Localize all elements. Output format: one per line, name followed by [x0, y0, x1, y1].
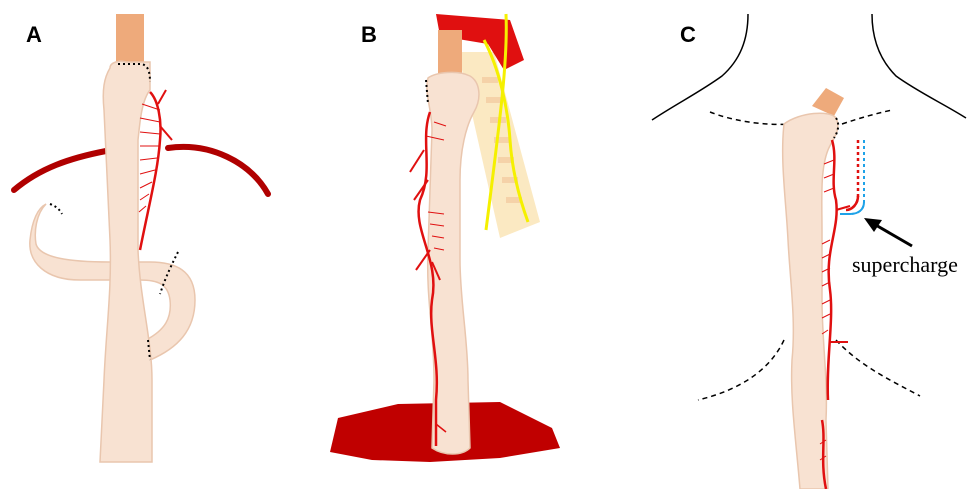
conduit-b [427, 72, 479, 454]
panel-b-letter: B [361, 22, 377, 47]
panel-a-letter: A [26, 22, 42, 47]
cervical-esophagus-c [812, 88, 844, 116]
marginal-artery-a [139, 90, 172, 250]
panel-a: A [14, 14, 268, 462]
supercharge-label: supercharge [852, 252, 958, 277]
panel-c-letter: C [680, 22, 696, 47]
supercharge-artery [846, 140, 858, 210]
neck-outline-left [652, 14, 748, 120]
clavicle-right [842, 110, 892, 124]
left-dark-artery [14, 151, 106, 190]
supercharge-arrow [864, 218, 912, 246]
rib-right [836, 340, 920, 396]
panel-c: C [652, 14, 966, 489]
right-dark-artery [168, 147, 268, 194]
neck-outline-right [872, 14, 966, 118]
panel-b: B [330, 14, 560, 462]
cervical-esophagus [116, 14, 144, 64]
rib-left [698, 340, 784, 400]
clavicle-left [710, 112, 790, 124]
gastroepiploic-artery-c [820, 140, 850, 489]
supercharge-artery-anastomosis [846, 196, 858, 210]
supercharge-vein [842, 140, 864, 214]
